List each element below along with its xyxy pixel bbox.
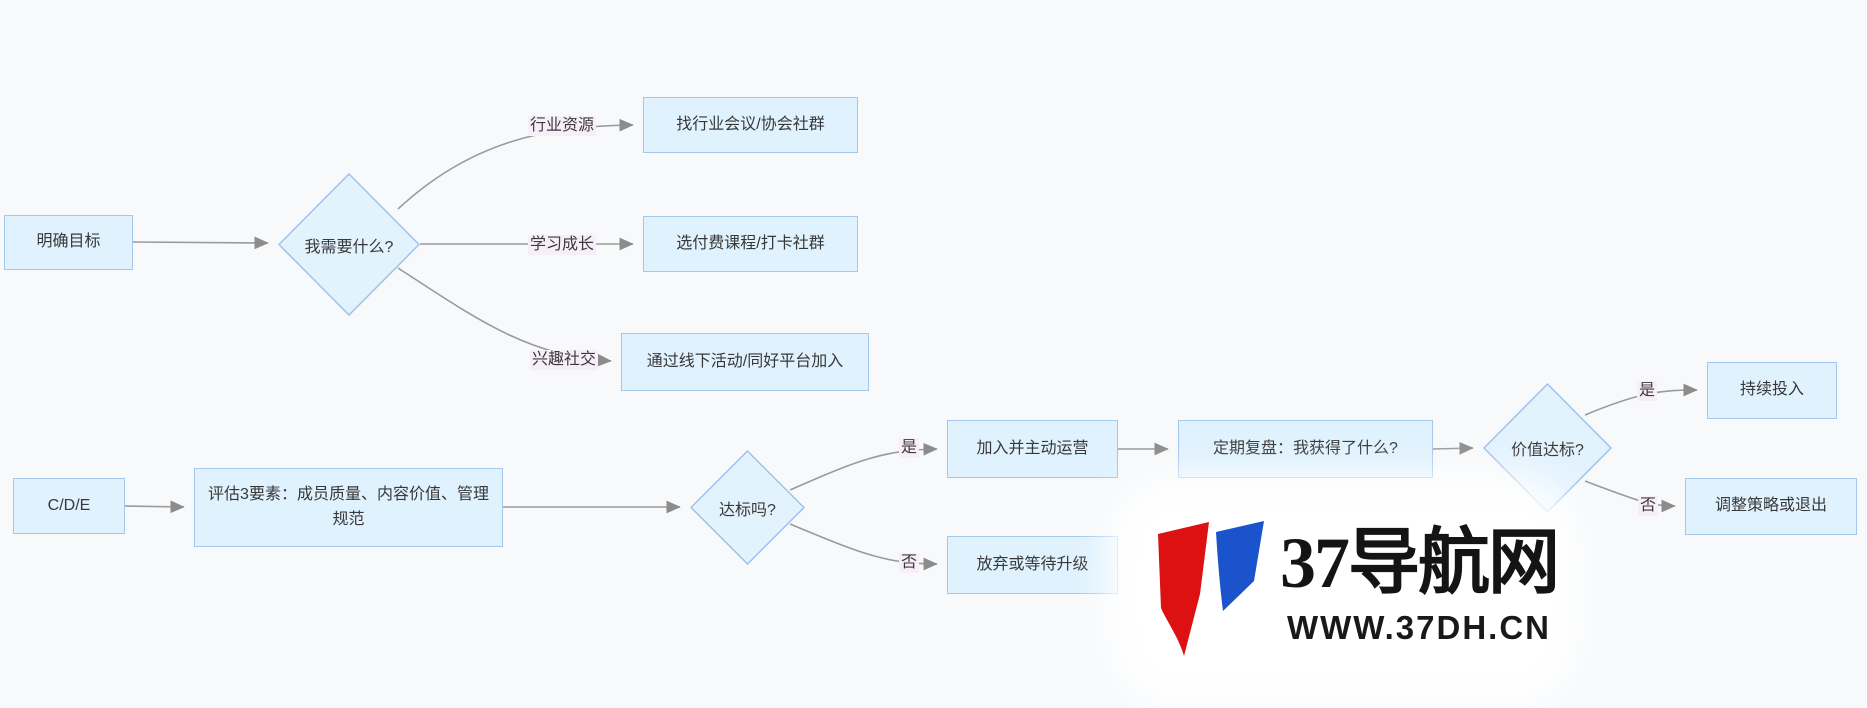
edge-label-yes-1: 是 (898, 438, 920, 458)
node-keep-investing: 持续投入 (1707, 362, 1837, 419)
watermark-site-url: WWW.37DH.CN (1287, 609, 1551, 646)
diamond-shape (690, 450, 805, 565)
node-cde: C/D/E (13, 478, 125, 534)
edge-label-learning-growth: 学习成长 (527, 235, 597, 255)
edge-A-B (132, 236, 269, 250)
decision-label: 价值达标? (1511, 442, 1584, 459)
edge-F-L (789, 523, 938, 571)
edge-label-industry-resources: 行业资源 (527, 116, 597, 136)
watermark-logo-icon (1158, 521, 1264, 656)
node-industry-communities: 找行业会议/协会社群 (643, 97, 858, 153)
decision-meets-standard: 达标吗? (690, 450, 805, 565)
node-clarify-goal: 明确目标 (4, 215, 133, 270)
edge-label-no-2: 否 (1637, 496, 1659, 516)
edge-H-I (1432, 441, 1474, 455)
diamond-shape (278, 173, 420, 316)
edge-F-G (789, 442, 938, 491)
decision-value-meets-standard: 价值达标? (1483, 383, 1612, 513)
node-adjust-or-exit: 调整策略或退出 (1685, 478, 1857, 535)
decision-label: 我需要什么? (304, 238, 394, 256)
watermark-site-name: 37导航网 (1280, 523, 1560, 603)
node-evaluate-3-factors: 评估3要素：成员质量、内容价值、管理规范 (194, 468, 503, 547)
edge-D-E (124, 500, 185, 514)
decision-label: 达标吗? (719, 501, 776, 519)
decision-what-do-i-need: 我需要什么? (278, 173, 420, 316)
node-paid-courses: 选付费课程/打卡社群 (643, 216, 858, 272)
node-join-and-operate: 加入并主动运营 (947, 420, 1118, 478)
edge-B-C3 (397, 267, 612, 367)
edge-label-yes-2: 是 (1636, 381, 1658, 401)
node-give-up-or-wait: 放弃或等待升级 (947, 536, 1118, 594)
node-periodic-review: 定期复盘：我获得了什么? (1178, 420, 1433, 478)
edge-label-interest-social: 兴趣社交 (529, 350, 599, 370)
diamond-shape (1483, 383, 1612, 513)
edge-label-no-1: 否 (898, 553, 920, 573)
edge-B-C1 (397, 118, 634, 210)
node-offline-platforms: 通过线下活动/同好平台加入 (621, 333, 869, 391)
